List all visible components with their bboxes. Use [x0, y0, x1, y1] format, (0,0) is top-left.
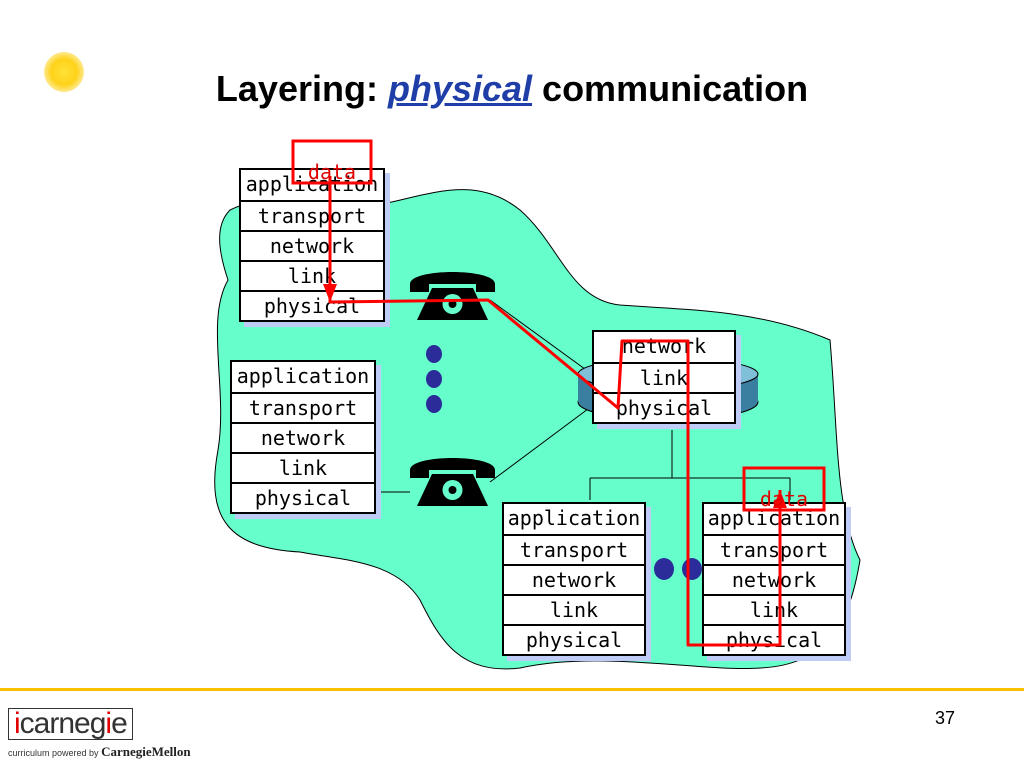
logo-name-end: e: [111, 707, 128, 740]
layer-link: link: [504, 594, 644, 624]
layer-physical: physical: [241, 290, 383, 320]
layer-network: network: [504, 564, 644, 594]
layer-link: link: [232, 452, 374, 482]
layer-physical: physical: [232, 482, 374, 512]
layer-network: network: [232, 422, 374, 452]
layer-physical: physical: [704, 624, 844, 654]
title-suffix: communication: [532, 68, 809, 109]
layer-network: network: [704, 564, 844, 594]
title-prefix: Layering:: [215, 68, 388, 109]
layer-link: link: [704, 594, 844, 624]
icarnegie-logo: icarnegie curriculum powered by Carnegie…: [8, 708, 191, 760]
logo-partner: CarnegieMellon: [101, 744, 191, 759]
data-label-destination: data: [759, 487, 809, 511]
logo-tagline: curriculum powered by: [8, 748, 99, 758]
logo-prefix: i: [14, 707, 21, 740]
page-number: 37: [935, 708, 956, 728]
logo-tagline-row: curriculum powered by CarnegieMellon: [8, 744, 191, 760]
layer-link: link: [241, 260, 383, 290]
protocol-stack-bottom-mid: application transport network link physi…: [502, 502, 646, 656]
protocol-stack-router: network link physical: [592, 330, 736, 424]
layer-transport: transport: [504, 534, 644, 564]
slide-title: Layering: physical communication: [0, 68, 1024, 110]
logo-name-start: carneg: [19, 707, 107, 740]
layer-transport: transport: [232, 392, 374, 422]
data-label-source: data: [307, 160, 357, 184]
logo-highlight: i: [105, 707, 112, 740]
protocol-stack-bottom-right: application transport network link physi…: [702, 502, 846, 656]
layer-physical: physical: [594, 392, 734, 422]
layer-application: application: [507, 506, 641, 530]
layer-network: network: [621, 334, 707, 358]
protocol-stack-top-left: application transport network link physi…: [239, 168, 385, 322]
layer-application: application: [236, 364, 370, 388]
logo-wordmark: icarnegie: [8, 708, 133, 740]
layer-transport: transport: [241, 200, 383, 230]
title-highlight: physical: [387, 68, 533, 109]
footer-rule: [0, 688, 1024, 691]
protocol-stack-mid-left: application transport network link physi…: [230, 360, 376, 514]
layer-network: network: [241, 230, 383, 260]
layer-physical: physical: [504, 624, 644, 654]
layer-transport: transport: [704, 534, 844, 564]
sun-bullet-icon: [44, 52, 84, 92]
layer-link: link: [594, 362, 734, 392]
